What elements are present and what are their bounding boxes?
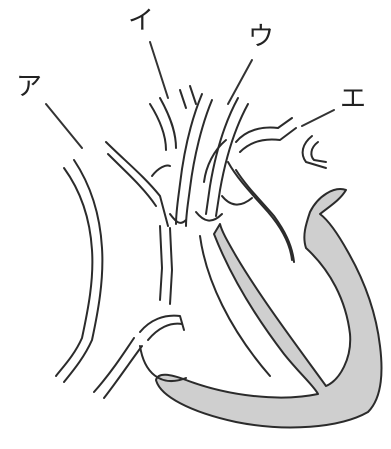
ventricle-wall: [156, 189, 382, 427]
vena-cava-right-wall: [56, 160, 102, 382]
leader-line-u: [228, 60, 252, 104]
label-e: エ: [340, 86, 366, 112]
label-u: ウ: [248, 24, 274, 50]
pulmonary-vein: [303, 136, 326, 168]
label-i: イ: [128, 8, 154, 34]
leader-line-i: [150, 42, 168, 98]
leader-line-e: [302, 110, 334, 126]
label-a: ア: [16, 74, 42, 100]
leader-line-a: [46, 104, 82, 148]
aorta: [106, 86, 212, 304]
